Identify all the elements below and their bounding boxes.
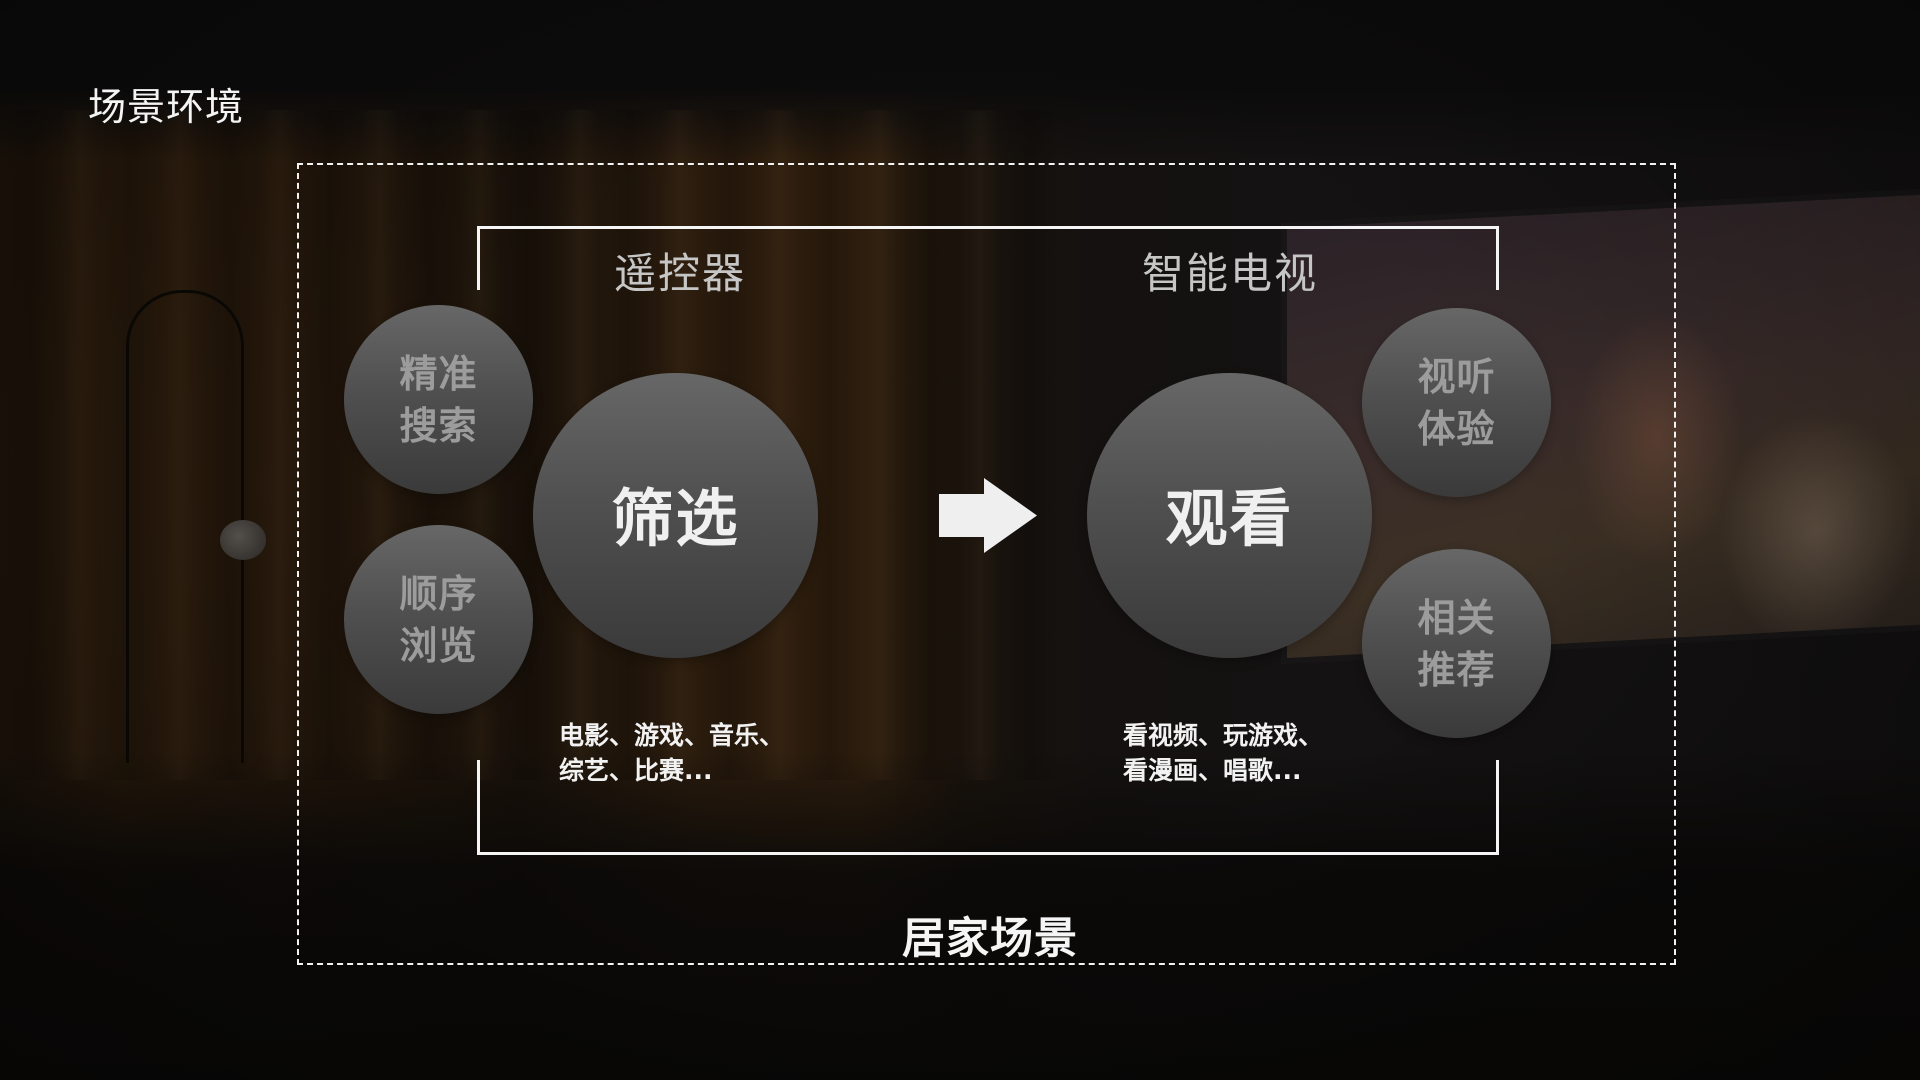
related-recommend-label: 相关推荐 (1417, 595, 1496, 692)
filter-bubble: 筛选 (533, 373, 818, 658)
precise-search-label: 精准搜索 (399, 351, 478, 448)
av-experience-bubble: 视听体验 (1362, 308, 1551, 497)
sequential-browse-bubble: 顺序浏览 (344, 525, 533, 714)
watch-caption-line: 看视频、玩游戏、 (1123, 721, 1324, 750)
av-experience-label: 视听体验 (1417, 354, 1496, 451)
filter-caption-line: 电影、游戏、音乐、 (559, 721, 785, 750)
watch-caption: 看视频、玩游戏、 看漫画、唱歌... (1123, 718, 1323, 788)
remote-label: 遥控器 (613, 249, 746, 298)
scene-frame (297, 163, 1676, 965)
watch-caption-line: 看漫画、唱歌... (1123, 756, 1302, 785)
filter-caption-line: 综艺、比赛... (559, 756, 713, 785)
smart-tv-label: 智能电视 (1141, 249, 1318, 298)
related-recommend-bubble: 相关推荐 (1362, 549, 1551, 738)
right-arrow-icon (939, 478, 1037, 553)
bottom-bracket (477, 760, 1499, 855)
scene-title: 居家场景 (902, 914, 1078, 964)
sequential-browse-label: 顺序浏览 (399, 571, 478, 668)
background-floor (0, 750, 1920, 1080)
precise-search-bubble: 精准搜索 (344, 305, 533, 494)
filter-caption: 电影、游戏、音乐、 综艺、比赛... (559, 718, 784, 788)
top-bracket (477, 226, 1499, 290)
watch-bubble: 观看 (1087, 373, 1372, 658)
filter-label: 筛选 (611, 481, 740, 555)
background-lamp-bulb (220, 520, 266, 560)
watch-label: 观看 (1165, 481, 1294, 555)
background-curtain (0, 110, 1060, 780)
page-title: 场景环境 (88, 85, 245, 129)
